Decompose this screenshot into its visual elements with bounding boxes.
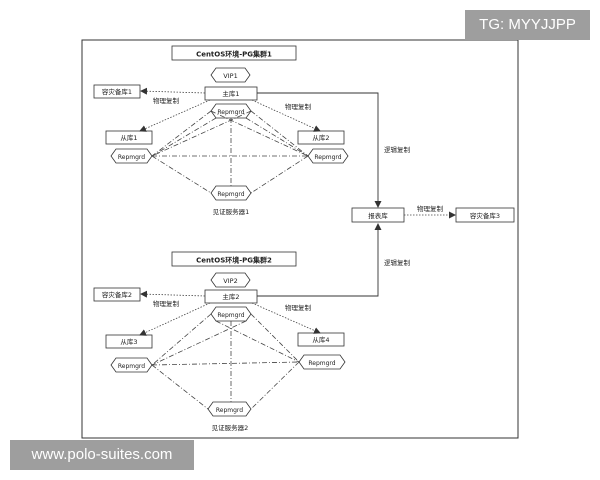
edge-logical-1-label: 逻辑复制: [384, 145, 411, 154]
edge-primary-1-to-report: [257, 92, 382, 208]
primary-1-label: 主库1: [222, 89, 239, 98]
witness-2-node[interactable]: [201, 420, 259, 434]
vip-2-shape: [210, 272, 251, 288]
standby-1-label: 从库1: [120, 133, 137, 142]
primary-2-repmgrd-label: Repmgrd: [217, 312, 244, 319]
edge-primary-2-to-standby-4: [251, 302, 321, 334]
cluster-1-title-box: [171, 45, 297, 61]
edge-primary-1-to-standby-1: [139, 99, 211, 132]
report-label: 报表库: [368, 211, 388, 220]
cluster-2-title-box: [171, 251, 297, 267]
standby-1-node[interactable]: [105, 130, 153, 145]
vip-2-label: VIP2: [223, 277, 237, 285]
dr-standby-3-node[interactable]: [455, 207, 515, 223]
edge-primary-1-to-standby-2: [251, 99, 321, 132]
repmgrd-mesh-1: [151, 110, 309, 194]
witness-2-repmgrd-label: Repmgrd: [216, 407, 243, 414]
primary-2-node[interactable]: [204, 289, 258, 304]
dr-standby-3-label: 容灾备库3: [470, 211, 500, 220]
standby-3-label: 从库3: [120, 337, 137, 346]
edge-primary-1-dr-label: 物理复制: [153, 96, 180, 105]
standby-3-node[interactable]: [105, 334, 153, 349]
edge-primary-2-standby-label: 物理复制: [285, 303, 312, 312]
cluster-1: CentOS环境-PG集群1 VIP1 主库1 Repmgrd 容灾备库1 从库…: [93, 45, 349, 218]
diagram-frame: [81, 39, 519, 439]
vip-1-label: VIP1: [223, 72, 237, 80]
standby-4-label: 从库4: [312, 335, 329, 344]
standby-2-repmgrd-label: Repmgrd: [314, 154, 341, 161]
standby-3-repmgrd-shape: [110, 357, 153, 373]
cluster-1-title: CentOS环境-PG集群1: [196, 50, 272, 59]
report-section: 报表库 容灾备库3 物理复制 逻辑复制 逻辑复制: [257, 92, 515, 297]
witness-1-repmgrd-shape: [210, 185, 252, 201]
dr-standby-2-label: 容灾备库2: [102, 290, 132, 299]
primary-2-label: 主库2: [222, 292, 239, 301]
standby-1-repmgrd-shape: [110, 148, 153, 164]
standby-4-repmgrd-label: Repmgrd: [308, 360, 335, 367]
edge-primary-1-standby-label: 物理复制: [285, 102, 312, 111]
standby-2-label: 从库2: [312, 133, 329, 142]
watermark-bottom-left: www.polo-suites.com: [10, 440, 194, 470]
dr-standby-2-node[interactable]: [93, 287, 141, 302]
witness-1-node[interactable]: [203, 204, 259, 218]
witness-2-label: 见证服务器2: [212, 423, 249, 432]
primary-1-node[interactable]: [204, 86, 258, 101]
edge-primary-2-to-report: [257, 223, 382, 297]
standby-4-node[interactable]: [297, 332, 345, 347]
edge-report-dr-label: 物理复制: [417, 204, 444, 213]
vip-1-shape: [210, 67, 251, 83]
dr-standby-1-node[interactable]: [93, 84, 141, 99]
witness-1-label: 见证服务器1: [213, 207, 250, 216]
cluster-2-title: CentOS环境-PG集群2: [196, 256, 272, 265]
dr-standby-1-label: 容灾备库1: [102, 87, 132, 96]
witness-1-repmgrd-label: Repmgrd: [217, 191, 244, 198]
standby-3-repmgrd-label: Repmgrd: [118, 363, 145, 370]
standby-1-repmgrd-label: Repmgrd: [118, 154, 145, 161]
standby-2-node[interactable]: [297, 130, 345, 145]
cluster-2: CentOS环境-PG集群2 VIP2 主库2 Repmgrd 容灾备库2 从库…: [93, 251, 346, 434]
edge-primary-2-dr-label: 物理复制: [153, 299, 180, 308]
edge-logical-2-label: 逻辑复制: [384, 258, 411, 267]
primary-1-repmgrd-label: Repmgrd: [217, 109, 244, 116]
watermark-top-right: TG: MYYJJPP: [465, 10, 590, 40]
repmgrd-mesh-2: [151, 313, 300, 410]
edge-primary-2-to-standby-3: [139, 302, 211, 336]
